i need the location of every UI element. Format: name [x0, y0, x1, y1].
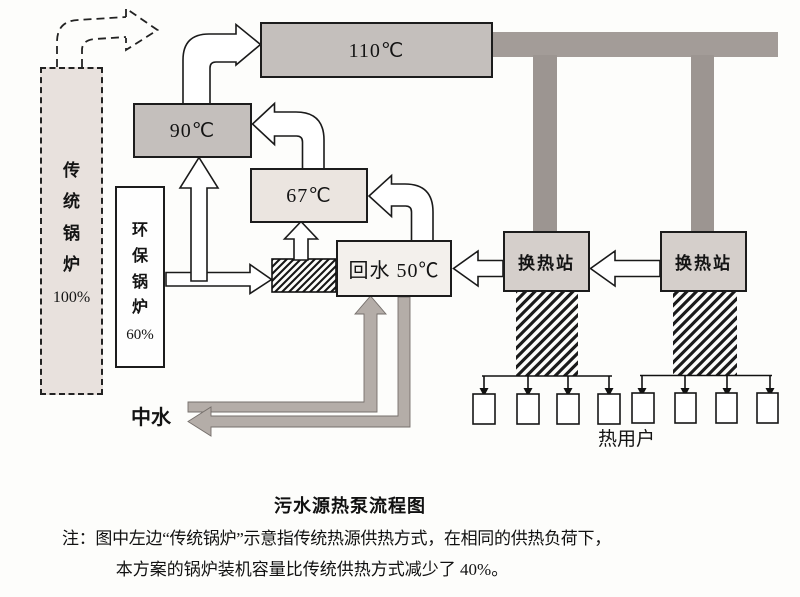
heat-user-box	[715, 392, 738, 424]
station-riser-hatched-1	[516, 292, 578, 376]
return-water-label: 回水 50℃	[348, 260, 440, 282]
arrow-up-to-67	[282, 220, 320, 261]
heat-exchange-station-1-label: 换热站	[518, 254, 575, 273]
temp-110-box: 110℃	[260, 22, 493, 78]
temp-67-box: 67℃	[250, 168, 368, 223]
reclaimed-water-outlet-pipe	[187, 296, 411, 437]
heat-user-distribution-1	[479, 375, 614, 397]
heat-user-box	[674, 392, 697, 424]
return-water-box: 回水 50℃	[336, 240, 452, 297]
arrow-station2-to-station1	[589, 249, 661, 288]
heat-user-distribution-2	[637, 374, 775, 397]
supply-pipe-vertical-1	[533, 55, 557, 233]
figure-note-line-2: 本方案的锅炉装机容量比传统供热方式减少了 40%。	[115, 560, 509, 579]
arrow-station1-to-return	[452, 249, 504, 288]
dashed-exhaust-arrow	[56, 6, 160, 67]
eco-boiler-percent: 60%	[126, 326, 154, 343]
temp-90-label: 90℃	[169, 120, 216, 142]
figure-title: 污水源热泵流程图	[274, 496, 426, 516]
temp-67-label: 67℃	[286, 185, 332, 207]
heat-user-box	[756, 392, 779, 424]
heat-user-box	[556, 393, 580, 425]
flow-diagram-graphics	[56, 6, 779, 437]
arrow-band-90-to-110	[182, 22, 262, 105]
arrow-up-to-90	[178, 155, 220, 282]
heat-user-box	[472, 393, 496, 425]
heat-exchange-station-2-box: 换热站	[660, 231, 747, 292]
traditional-boiler-percent: 100%	[52, 289, 91, 307]
traditional-boiler-label: 传统锅炉	[62, 160, 80, 274]
supply-pipe-vertical-2	[691, 55, 714, 233]
heat-users-label: 热用户	[598, 429, 656, 450]
reclaimed-water-label: 中水	[131, 407, 171, 429]
eco-boiler-label: 环保锅炉	[131, 222, 148, 317]
heat-user-box	[597, 393, 621, 425]
reclaimed-water-inlet-pipe	[187, 295, 387, 413]
station-riser-hatched-2	[673, 292, 737, 376]
figure-note-line-1: 注：图中左边“传统锅炉”示意指传统热源供热方式，在相同的供热负荷下，	[62, 529, 611, 548]
heat-user-box	[631, 392, 655, 424]
arrow-eco-boiler-to-evaporator	[165, 262, 273, 295]
supply-pipe-horizontal	[493, 32, 778, 57]
eco-boiler-box: 环保锅炉 60%	[115, 186, 165, 368]
temp-90-box: 90℃	[133, 103, 252, 158]
arrow-band-67-to-90	[251, 101, 325, 170]
evaporator-hatched-box	[271, 258, 337, 293]
heat-exchange-station-1-box: 换热站	[503, 231, 590, 292]
heat-user-box	[516, 393, 540, 425]
traditional-boiler-box: 传统锅炉 100%	[40, 67, 103, 395]
temp-110-label: 110℃	[348, 39, 405, 62]
arrow-band-return-to-67	[367, 173, 434, 242]
heat-exchange-station-2-label: 换热站	[675, 254, 732, 273]
